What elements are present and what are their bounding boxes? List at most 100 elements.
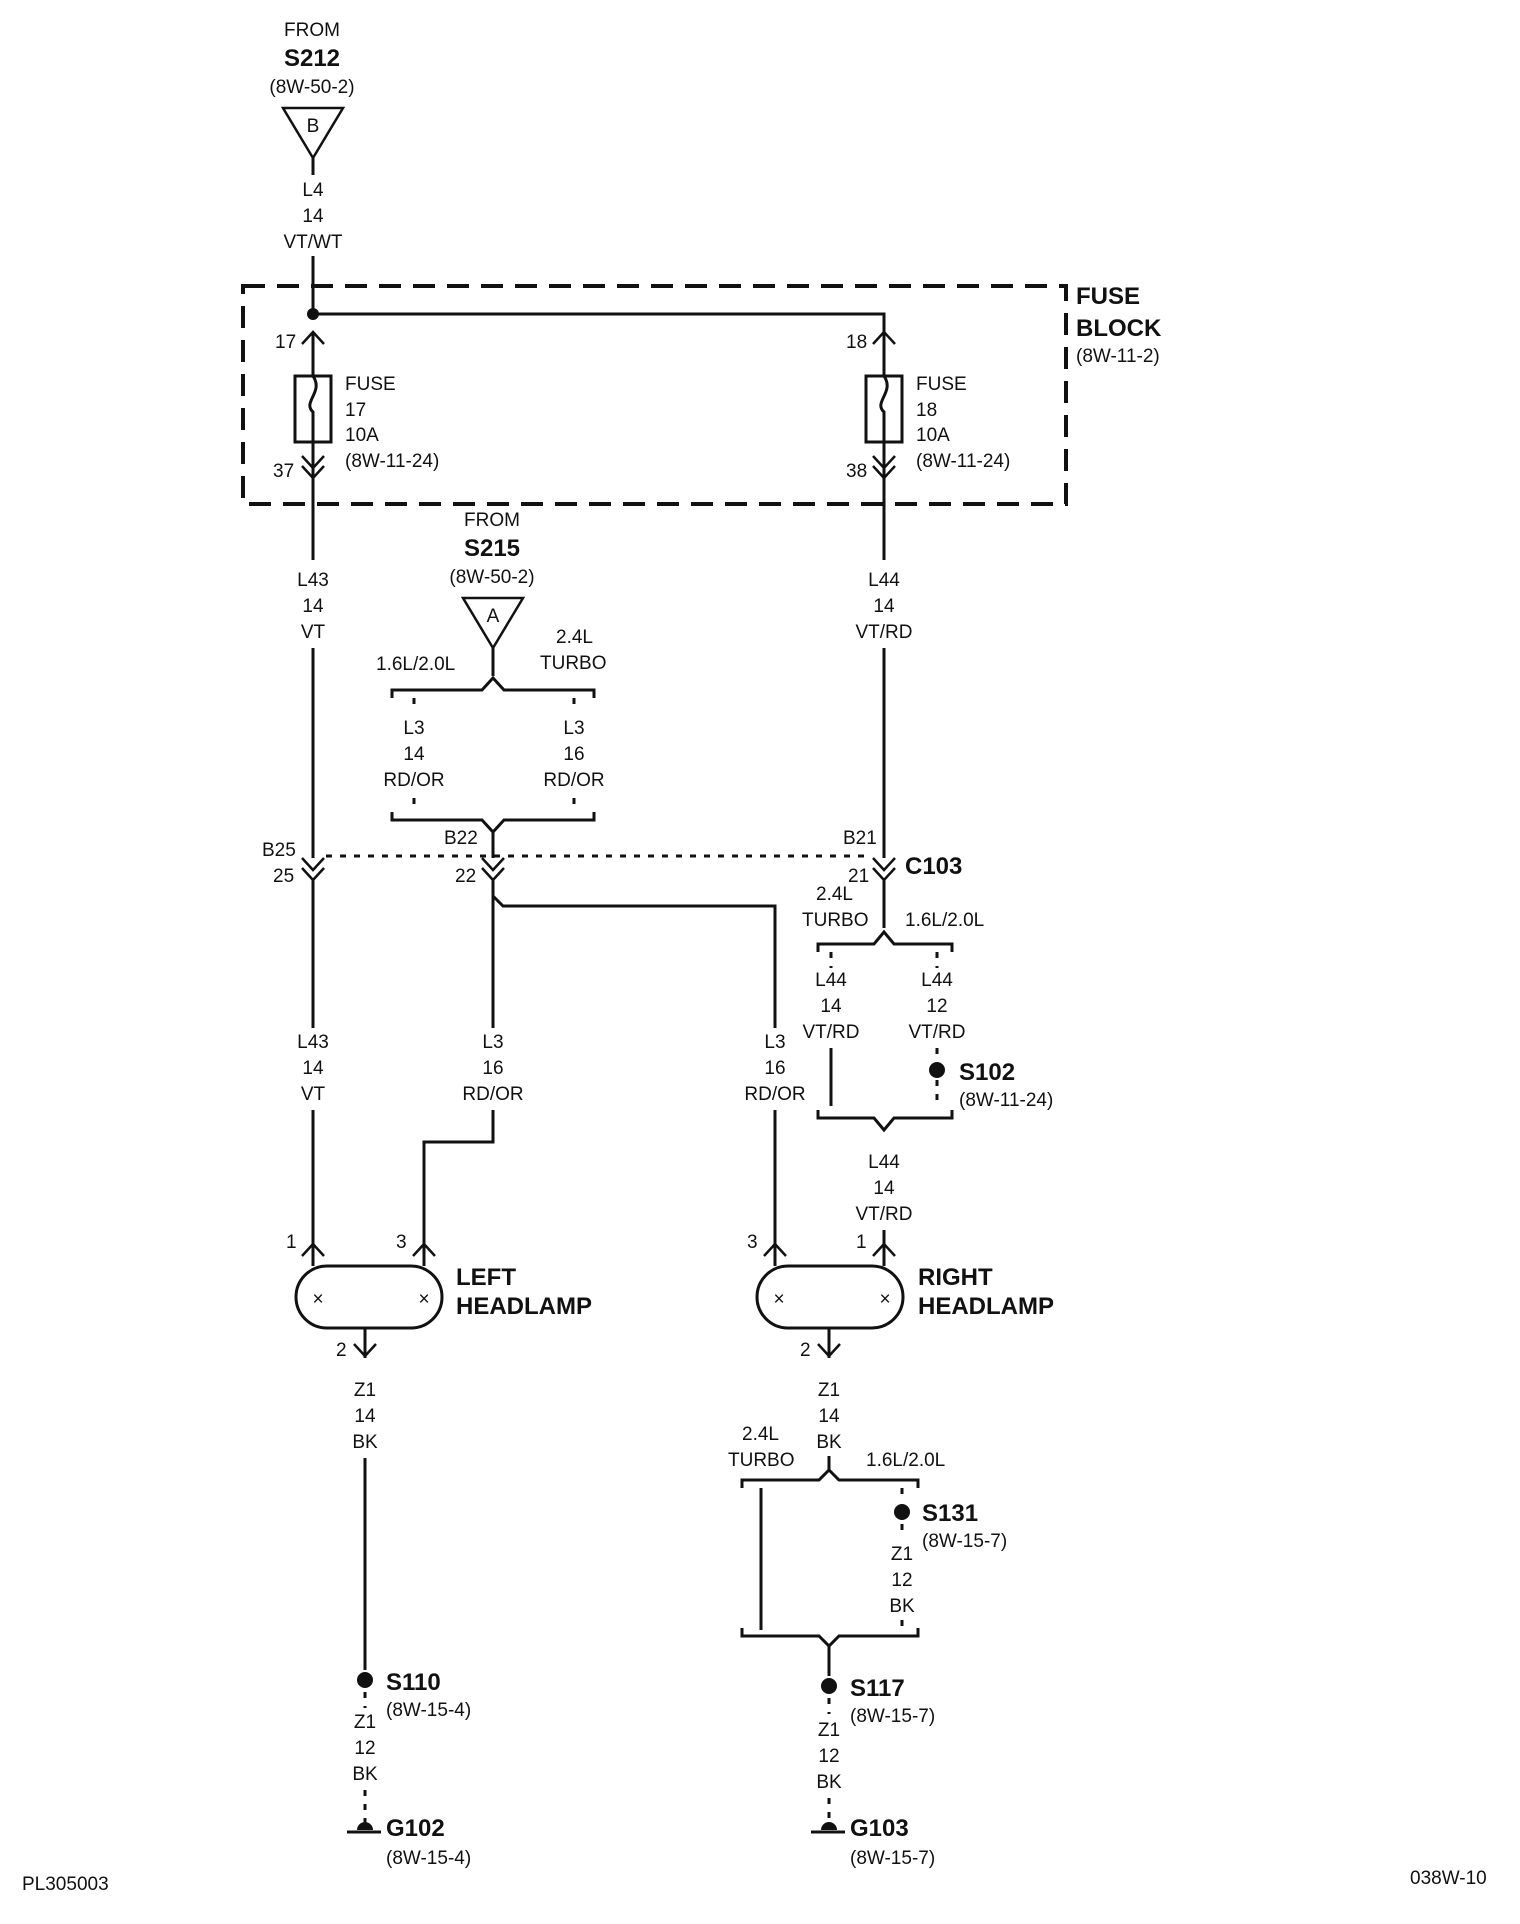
wire-l43-top-gauge: 14 <box>302 596 324 617</box>
wire-l44-turbo-circuit: L44 <box>815 970 847 991</box>
wire-l44-top-gauge: 14 <box>873 596 895 617</box>
right-headlamp-filament-x-icon: × <box>879 1289 890 1310</box>
wire-l44-turbo-color: VT/RD <box>803 1022 860 1043</box>
wire-z1-right-label: Z1 14 BK <box>816 1380 842 1453</box>
fuse-block-title-2: BLOCK <box>1076 315 1162 342</box>
c103-cavity-b25: B25 25 <box>262 840 325 887</box>
wire-l44-std-gauge: 12 <box>926 996 947 1017</box>
wire-l44-turbo-gauge: 14 <box>820 996 842 1017</box>
wire-l3-right-label: L3 16 RD/OR <box>543 718 604 791</box>
s212-letter: B <box>307 116 320 137</box>
s212-triangle-icon <box>280 106 346 161</box>
s117-splice-dot <box>821 1678 837 1694</box>
g103-id: G103 <box>850 1815 909 1842</box>
s110-ref: (8W-15-4) <box>386 1700 471 1721</box>
wire-z1-s131-circuit: Z1 <box>891 1544 913 1565</box>
splice-s131: S131 (8W-15-7) <box>922 1500 1007 1552</box>
s131-ref: (8W-15-7) <box>922 1531 1007 1552</box>
splice-s102: S102 (8W-11-24) <box>959 1059 1053 1111</box>
fuse18-pin-out: 38 <box>846 461 867 482</box>
fuse-17: 17 37 FUSE 17 10A (8W-11-24) <box>273 330 439 484</box>
footer-right-code: 038W-10 <box>1410 1868 1487 1889</box>
wire-l43-top-label: L43 14 VT <box>297 570 329 643</box>
c103-cavity-b22: B22 22 <box>444 828 505 887</box>
fuse-18: 18 38 FUSE 18 10A (8W-11-24) <box>846 330 1010 484</box>
c103-name: C103 <box>905 853 962 880</box>
s110-id: S110 <box>386 1669 441 1696</box>
wire-l44-bottom-label: L44 14 VT/RD <box>856 1152 913 1225</box>
wire-z1-s110-color: BK <box>352 1764 378 1785</box>
split-c103-label: 2.4L TURBO 1.6L/2.0L <box>802 884 984 931</box>
s212-from-label: FROM <box>284 20 340 41</box>
ground-icon <box>821 1822 837 1830</box>
wire-z1-s117-gauge: 12 <box>818 1746 839 1767</box>
right-headlamp-pin3: 3 <box>747 1232 758 1253</box>
s212-ref: (8W-50-2) <box>269 77 354 98</box>
wire-l3-left-color: RD/OR <box>383 770 444 791</box>
wire-z1-left-label: Z1 14 BK <box>352 1380 378 1453</box>
split-c103-right: 1.6L/2.0L <box>905 910 984 931</box>
left-headlamp: 1 3 × × LEFT HEADLAMP 2 <box>286 1232 592 1361</box>
wire-z1-s110-gauge: 12 <box>354 1738 375 1759</box>
wire-z1-left-color: BK <box>352 1432 378 1453</box>
s110-splice-dot <box>357 1672 373 1688</box>
fuse-block-title-1: FUSE <box>1076 283 1140 310</box>
wire-l3-right-lamp-gauge: 16 <box>764 1058 785 1079</box>
wire-l44-top-circuit: L44 <box>868 570 900 591</box>
wire-l43-top-circuit: L43 <box>297 570 329 591</box>
wire-z1-s131-color: BK <box>889 1596 915 1617</box>
s215-letter: A <box>487 606 500 627</box>
left-headlamp-label-1: LEFT <box>456 1264 516 1291</box>
left-headlamp-pin1: 1 <box>286 1232 297 1253</box>
c103-p21: 21 <box>848 866 869 887</box>
s131-splice-dot <box>894 1504 910 1520</box>
ground-g103: G103 (8W-15-7) <box>811 1815 935 1869</box>
wire-l4-gauge: 14 <box>302 206 324 227</box>
left-headlamp-bulb-icon <box>294 1264 444 1330</box>
fuse-block-label: FUSE BLOCK (8W-11-2) <box>1076 283 1162 367</box>
g102-id: G102 <box>386 1815 445 1842</box>
wire-l44-std-circuit: L44 <box>921 970 953 991</box>
left-headlamp-pin2: 2 <box>336 1340 347 1361</box>
wire-l4-label: L4 14 VT/WT <box>283 180 342 253</box>
s215-id: S215 <box>464 535 520 562</box>
wire-z1-s131-label: Z1 12 BK <box>889 1544 915 1617</box>
c103-b21: B21 <box>843 828 877 849</box>
wire-l3-right-lamp-color: RD/OR <box>744 1084 805 1105</box>
wire-z1-right-gauge: 14 <box>818 1406 840 1427</box>
split-ground-left-2: TURBO <box>728 1450 795 1471</box>
split-s215-label: 1.6L/2.0L 2.4L TURBO <box>376 627 607 675</box>
wire-l3-left-lamp-color: RD/OR <box>462 1084 523 1105</box>
split-s215-right-2: TURBO <box>540 653 607 674</box>
fuse-block-ref: (8W-11-2) <box>1076 346 1160 367</box>
wire-z1-s131-gauge: 12 <box>891 1570 912 1591</box>
wire-l44-bottom-gauge: 14 <box>873 1178 895 1199</box>
c103-p25: 25 <box>273 866 294 887</box>
wire-l3-right-gauge: 16 <box>563 744 584 765</box>
split-ground-label: 2.4L TURBO 1.6L/2.0L <box>728 1424 945 1471</box>
wire-l44-turbo-label: L44 14 VT/RD <box>803 970 860 1043</box>
split-ground-left-1: 2.4L <box>742 1424 779 1445</box>
split-s215-right-1: 2.4L <box>556 627 593 648</box>
fuse18-num: 18 <box>916 400 937 421</box>
wire-l3-left-circuit: L3 <box>403 718 424 739</box>
split-bracket-bottom <box>390 812 596 835</box>
wire-z1-s110-circuit: Z1 <box>354 1712 376 1733</box>
s131-id: S131 <box>922 1500 978 1527</box>
wire-l4-circuit: L4 <box>302 180 324 201</box>
wire-z1-right-color: BK <box>816 1432 842 1453</box>
s117-ref: (8W-15-7) <box>850 1706 935 1727</box>
wire-l3-left-lamp-gauge: 16 <box>482 1058 503 1079</box>
right-headlamp-label-1: RIGHT <box>918 1264 993 1291</box>
left-headlamp-filament-x-icon: × <box>312 1289 323 1310</box>
fuse18-pin-in: 18 <box>846 332 867 353</box>
left-headlamp-label-2: HEADLAMP <box>456 1293 592 1320</box>
left-headlamp-pin3: 3 <box>396 1232 407 1253</box>
c103-b22: B22 <box>444 828 478 849</box>
s102-id: S102 <box>959 1059 1015 1086</box>
ground-g102: G102 (8W-15-4) <box>347 1815 471 1869</box>
right-headlamp-label-2: HEADLAMP <box>918 1293 1054 1320</box>
wire-l43-bottom-circuit: L43 <box>297 1032 329 1053</box>
right-headlamp-pin1: 1 <box>856 1232 867 1253</box>
